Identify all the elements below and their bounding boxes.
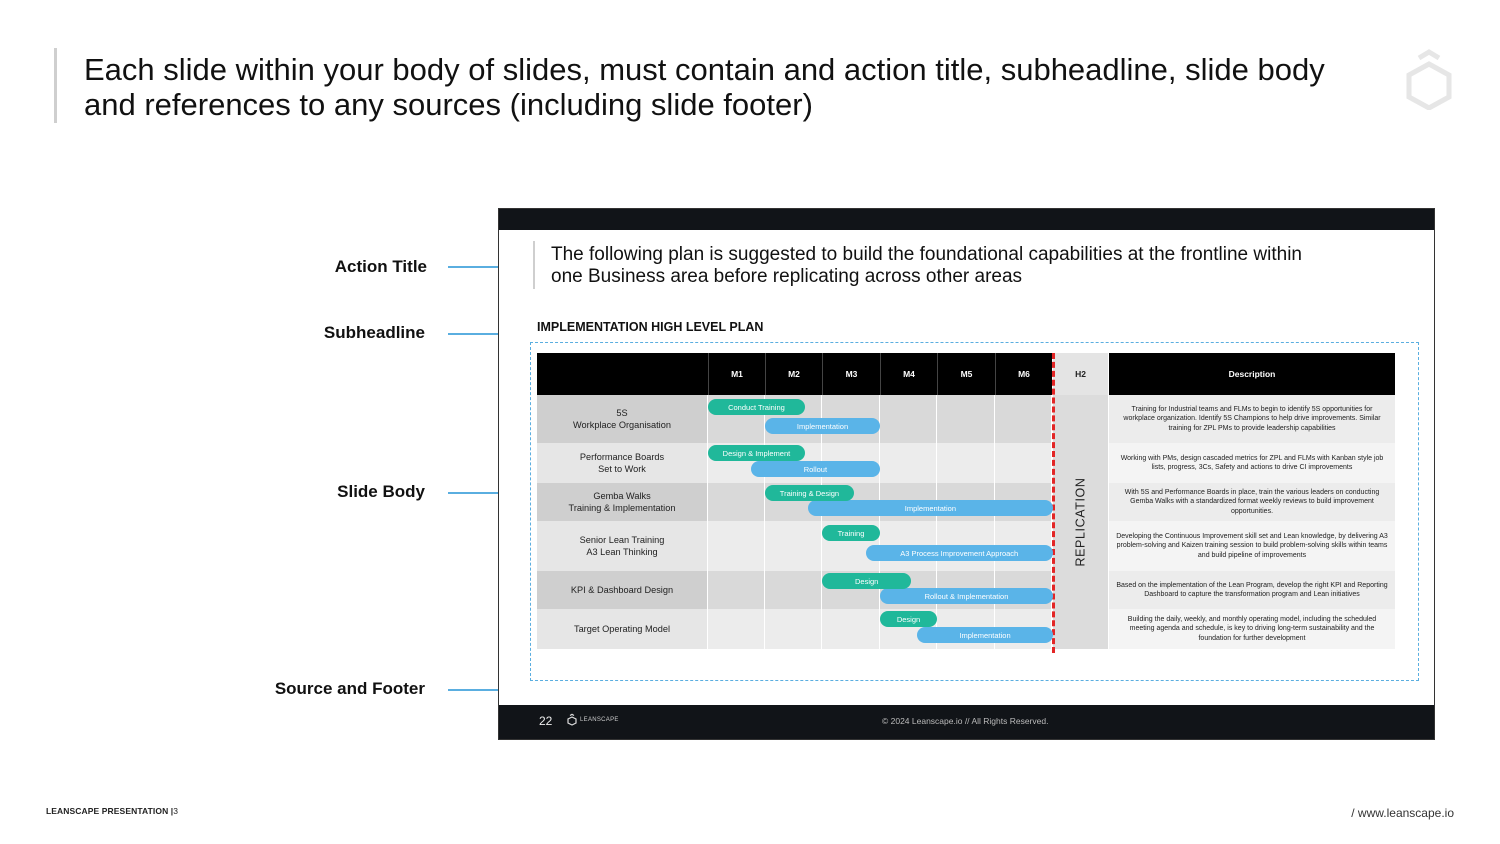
callout-label: Action Title — [334, 257, 427, 276]
h2-column — [1053, 395, 1108, 649]
gantt-phase-bar-primary: Design — [822, 573, 912, 589]
title-accent-bar — [54, 48, 57, 123]
callout-label: Subheadline — [323, 323, 425, 342]
callout-label: Source and Footer — [274, 679, 425, 698]
gantt-row-label-line-1: Gemba Walks — [593, 491, 651, 501]
gantt-phase-bar-primary: Conduct Training — [708, 399, 805, 415]
gantt-month-cell — [765, 609, 822, 649]
gantt-header-month: M3 — [822, 353, 880, 395]
gantt-month-cell — [937, 443, 995, 483]
gantt-row-label-line-1: 5S — [616, 408, 628, 418]
gantt-row-label-line-2: Set to Work — [598, 464, 646, 474]
gantt-phase-bar-primary: Design — [880, 611, 937, 627]
gantt-month-cell — [765, 521, 822, 571]
gantt-row-label-line-2: Training & Implementation — [568, 503, 676, 513]
callout-label: Slide Body — [337, 482, 425, 501]
gantt-phase-bar-secondary: Implementation — [807, 500, 1053, 516]
gantt-row-label: Target Operating Model — [537, 609, 708, 649]
gantt-header-row: M1 M2 M3 M4 M5 M6 H2 Description — [537, 353, 1395, 395]
gantt-row-label-line-2: A3 Lean Thinking — [586, 547, 658, 557]
page-title: Each slide within your body of slides, m… — [84, 52, 1424, 122]
example-action-title-line-2: one Business area before replicating acr… — [551, 266, 1023, 287]
implementation-gantt-chart: M1 M2 M3 M4 M5 M6 H2 Description 5S Workp… — [537, 353, 1395, 653]
gantt-header-description: Description — [1109, 353, 1395, 395]
leanscape-hex-logo-icon — [1406, 49, 1452, 110]
gantt-row-description: Building the daily, weekly, and monthly … — [1109, 609, 1395, 649]
replication-divider-line — [1052, 353, 1055, 653]
page-footer-website: / www.leanscape.io — [1351, 806, 1454, 820]
page-title-line-2: and references to any sources (including… — [84, 87, 813, 122]
gantt-row: 5S Workplace Organisation Training for Ind… — [537, 395, 1395, 443]
gantt-row-description: Working with PMs, design cascaded metric… — [1109, 443, 1395, 483]
gantt-phase-bar-primary: Design & Implement — [708, 445, 805, 461]
gantt-row-label-line-1: Senior Lean Training — [579, 535, 665, 545]
gantt-month-cell — [822, 609, 880, 649]
gantt-phase-bar-primary: Training & Design — [765, 485, 854, 501]
gantt-phase-bar-primary: Training — [822, 525, 880, 541]
example-action-title-line-1: The following plan is suggested to build… — [551, 244, 1302, 265]
gantt-phase-bar-secondary: Implementation — [917, 627, 1053, 643]
gantt-row-label: 5S Workplace Organisation — [537, 395, 708, 443]
example-footer-logo: LEANSCAPE — [567, 713, 619, 726]
gantt-header-month: M2 — [765, 353, 822, 395]
page-title-line-1: Each slide within your body of slides, m… — [84, 52, 1325, 87]
gantt-row-label-line-1: Target Operating Model — [573, 624, 670, 634]
gantt-month-cell — [880, 395, 937, 443]
gantt-month-cell — [708, 521, 765, 571]
gantt-month-cell — [708, 483, 765, 521]
example-footer-logo-text: LEANSCAPE — [580, 716, 619, 723]
gantt-phase-bar-secondary: A3 Process Improvement Approach — [865, 545, 1053, 561]
gantt-row-label-line-2: Workplace Organisation — [573, 420, 671, 430]
gantt-row-description: Developing the Continuous Improvement sk… — [1109, 521, 1395, 571]
page-footer-brand: LEANSCAPE PRESENTATION | — [46, 806, 174, 816]
gantt-header-month: M5 — [937, 353, 995, 395]
page-footer-left: LEANSCAPE PRESENTATION |3 — [46, 806, 178, 816]
callout-connector — [448, 333, 512, 335]
gantt-header-month: M6 — [995, 353, 1052, 395]
example-slide-footer: 22 LEANSCAPE © 2024 Leanscape.io // All … — [499, 705, 1434, 739]
gantt-month-cell — [995, 395, 1052, 443]
callout-connector — [448, 266, 512, 268]
replication-label-area: REPLICATION — [1053, 395, 1108, 649]
gantt-month-cell — [937, 395, 995, 443]
example-slide-top-bar — [499, 209, 1434, 230]
example-subheadline: IMPLEMENTATION HIGH LEVEL PLAN — [537, 320, 764, 334]
example-page-number: 22 — [539, 714, 553, 728]
gantt-row-description: Training for Industrial teams and FLMs t… — [1109, 395, 1395, 443]
example-title-accent-bar — [533, 241, 535, 289]
gantt-row-label: Senior Lean Training A3 Lean Thinking — [537, 521, 708, 571]
gantt-month-cell — [765, 571, 822, 609]
slide-body-highlight-box — [530, 342, 1419, 681]
callout-connector — [448, 689, 512, 691]
example-action-title: The following plan is suggested to build… — [551, 244, 1411, 288]
gantt-month-cell — [880, 443, 937, 483]
leanscape-mini-logo-icon — [567, 713, 577, 726]
gantt-row-label: KPI & Dashboard Design — [537, 571, 708, 609]
gantt-header-blank — [537, 353, 708, 395]
gantt-phase-bar-secondary: Rollout & Implementation — [880, 588, 1053, 604]
gantt-header-h2: H2 — [1053, 353, 1108, 395]
gantt-row-description: With 5S and Performance Boards in place,… — [1109, 483, 1395, 521]
gantt-month-cell — [708, 571, 765, 609]
gantt-row-description: Based on the implementation of the Lean … — [1109, 571, 1395, 609]
gantt-phase-bar-secondary: Implementation — [765, 418, 880, 434]
gantt-month-cell — [708, 609, 765, 649]
gantt-row-label-line-1: Performance Boards — [579, 452, 665, 462]
callout-connector — [448, 492, 512, 494]
replication-label: REPLICATION — [1073, 477, 1088, 567]
gantt-row-label-line-1: KPI & Dashboard Design — [570, 585, 674, 595]
gantt-month-cell — [995, 443, 1052, 483]
gantt-header-month: M4 — [880, 353, 937, 395]
example-footer-copyright: © 2024 Leanscape.io // All Rights Reserv… — [882, 716, 1049, 726]
gantt-phase-bar-secondary: Rollout — [750, 461, 880, 477]
page-footer-number: 3 — [173, 806, 179, 816]
gantt-header-month: M1 — [708, 353, 765, 395]
example-slide: The following plan is suggested to build… — [498, 208, 1435, 740]
gantt-row: Senior Lean Training A3 Lean Thinking Deve… — [537, 521, 1395, 571]
